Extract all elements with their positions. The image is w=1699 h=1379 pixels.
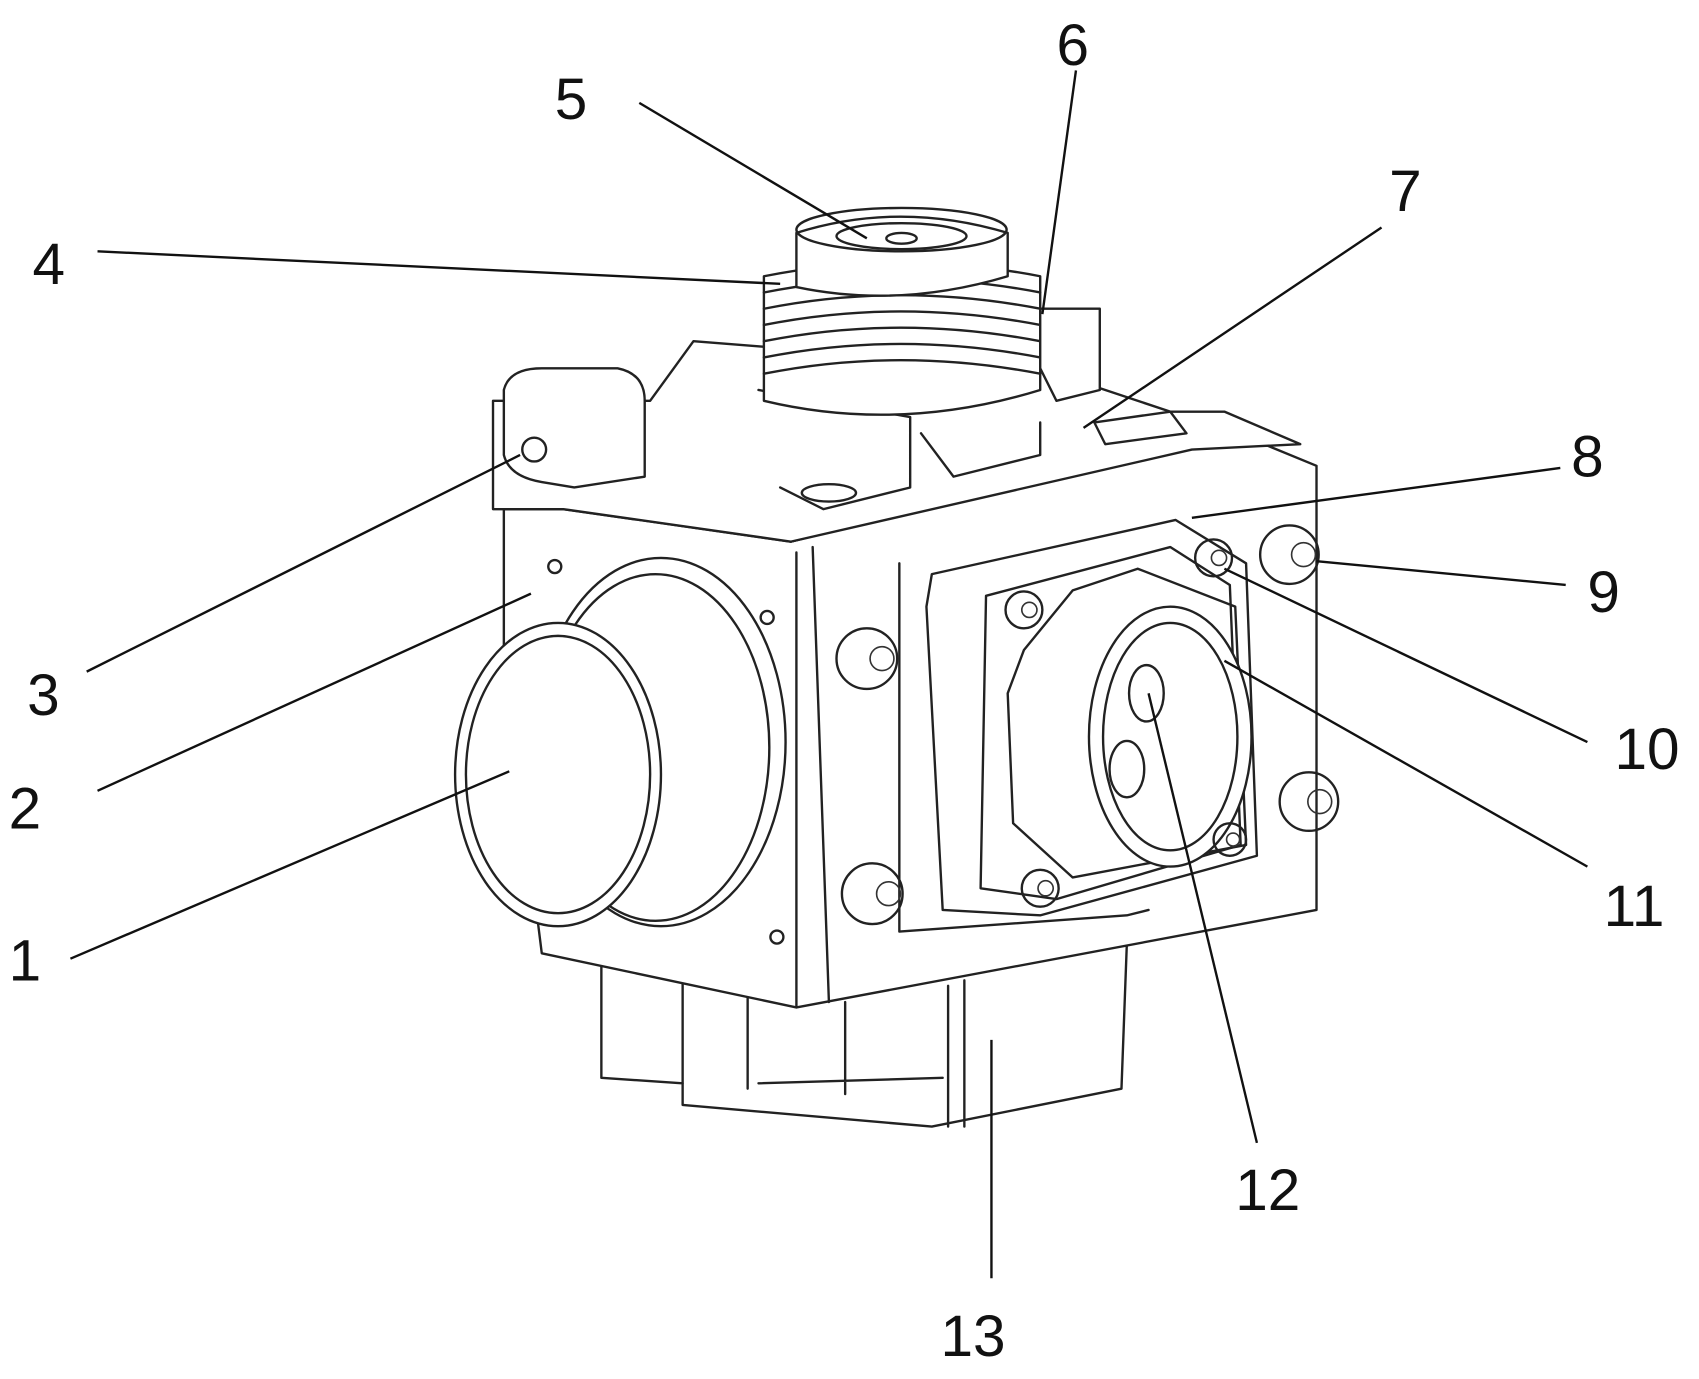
label-4: 4	[33, 232, 66, 297]
leader-1	[69, 770, 510, 960]
label-11: 11	[1604, 874, 1665, 939]
label-12: 12	[1235, 1158, 1300, 1223]
leader-10	[1223, 567, 1588, 744]
label-8: 8	[1571, 425, 1604, 490]
label-2: 2	[9, 777, 42, 842]
leader-9	[1316, 559, 1566, 587]
label-3: 3	[27, 663, 60, 728]
cover-plate	[925, 518, 1259, 917]
leader-8	[1191, 466, 1561, 519]
leader-3	[86, 453, 521, 673]
threaded-connector	[762, 206, 1101, 416]
screws	[835, 524, 1340, 926]
label-7: 7	[1389, 159, 1422, 224]
leader-6	[1041, 70, 1078, 315]
leader-7	[1082, 226, 1383, 429]
leader-lines	[69, 70, 1588, 1279]
leader-11	[1223, 659, 1588, 868]
label-1: 1	[9, 928, 42, 993]
valve-device-drawing	[453, 206, 1340, 1128]
label-5: 5	[555, 67, 588, 132]
label-9: 9	[1587, 560, 1620, 625]
label-13: 13	[941, 1304, 1006, 1369]
leader-12	[1147, 693, 1259, 1144]
left-port	[453, 556, 787, 945]
label-6: 6	[1056, 13, 1089, 78]
leader-4	[97, 250, 781, 286]
reference-numerals: 1 2 3 4 5 6 7 8 9 10 11 12 13	[9, 13, 1680, 1369]
label-10: 10	[1614, 717, 1679, 782]
leader-2	[97, 592, 532, 792]
leader-5	[638, 101, 868, 240]
